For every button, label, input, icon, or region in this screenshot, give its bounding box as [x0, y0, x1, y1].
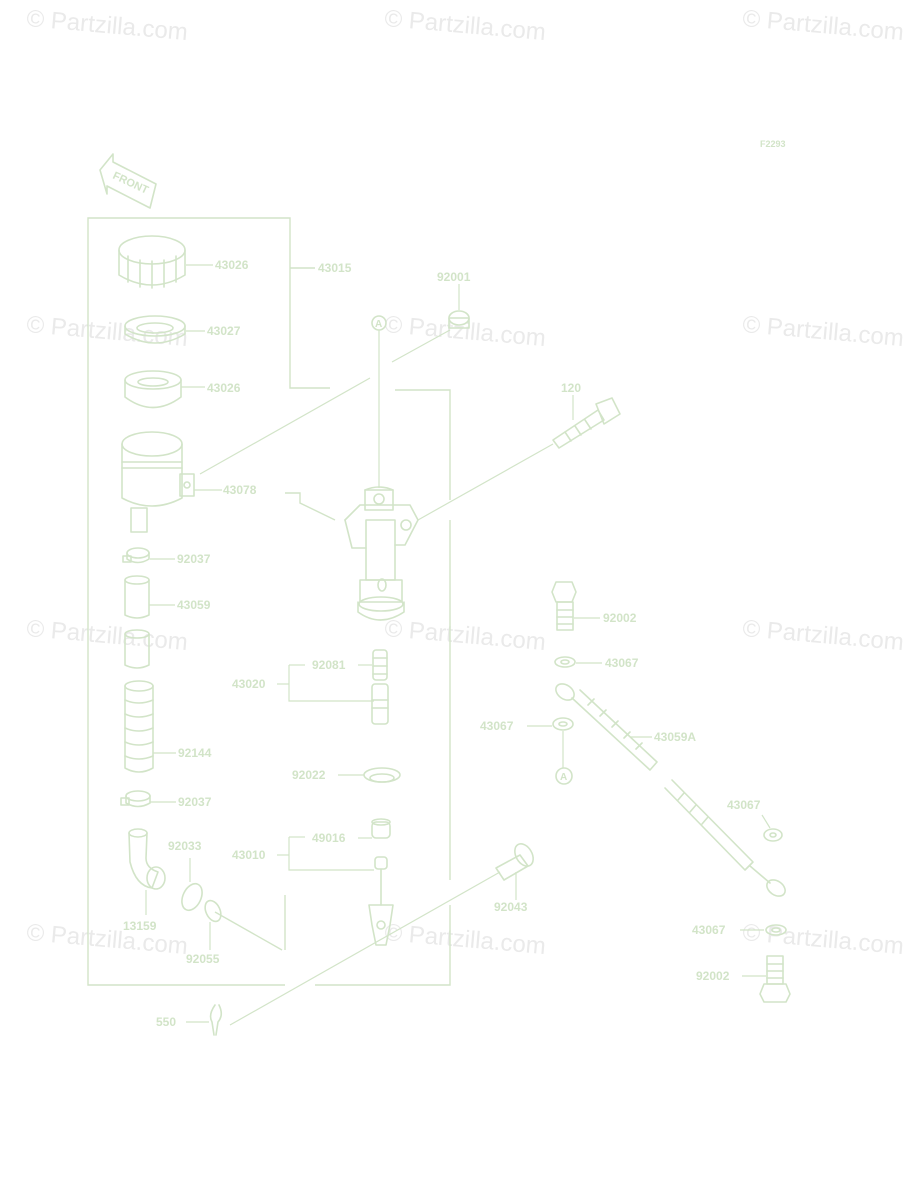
watermark: © Partzilla.com [741, 615, 904, 656]
part-label-43059[interactable]: 43059 [177, 598, 211, 612]
part-label-43026[interactable]: 43026 [215, 258, 249, 272]
front-label: FRONT [111, 170, 151, 197]
ref-mark-a-top: A [371, 315, 387, 331]
watermark: © Partzilla.com [25, 615, 188, 656]
part-label-120[interactable]: 120 [561, 381, 581, 395]
master-cylinder-body [344, 330, 419, 621]
part-label-92144[interactable]: 92144 [178, 746, 212, 760]
clevis-pin [495, 843, 534, 900]
part-label-43015[interactable]: 43015 [318, 261, 352, 275]
sealing-washer [554, 656, 602, 668]
part-label-92033[interactable]: 92033 [168, 839, 202, 853]
part-label-92043[interactable]: 92043 [494, 900, 528, 914]
part-label-550[interactable]: 550 [156, 1015, 176, 1029]
mounting-bolt [417, 395, 621, 521]
banjo-bolt-lower [742, 955, 791, 1003]
part-label-43067[interactable]: 43067 [605, 656, 639, 670]
piston-spring [277, 649, 389, 725]
push-rod-assembly [277, 818, 394, 946]
part-label-43027[interactable]: 43027 [207, 324, 241, 338]
part-label-92002-lower[interactable]: 92002 [696, 969, 730, 983]
part-label-92022[interactable]: 92022 [292, 768, 326, 782]
part-label-92037-lower[interactable]: 92037 [178, 795, 212, 809]
watermark: © Partzilla.com [741, 311, 904, 352]
ref-mark-label: A [375, 319, 382, 330]
hose-elbow-fitting [128, 828, 166, 915]
washer-43087 [527, 717, 574, 768]
watermark: © Partzilla.com [741, 919, 904, 960]
o-ring [204, 899, 222, 950]
reservoir-hose-upper-segment [124, 629, 150, 669]
part-label-92002[interactable]: 92002 [603, 611, 637, 625]
part-label-92037[interactable]: 92037 [177, 552, 211, 566]
reservoir-bolt [391, 284, 470, 363]
watermark: © Partzilla.com [25, 5, 188, 46]
ref-mark-a-lower: A [555, 767, 573, 785]
circlip [181, 858, 203, 912]
watermark: © Partzilla.com [25, 919, 188, 960]
watermark: © Partzilla.com [383, 5, 546, 46]
part-label-92055[interactable]: 92055 [186, 952, 220, 966]
part-label-43078[interactable]: 43078 [223, 483, 257, 497]
assembly-frame-center [214, 389, 451, 986]
cotter-pin [186, 871, 501, 1036]
figure-code: F2293 [760, 139, 786, 149]
sealing-washer-lower-a [761, 814, 783, 842]
part-labels: 43026 43015 43027 43026 43078 92037 4305… [123, 258, 761, 1029]
diaphragm-plate [124, 315, 205, 344]
sealing-washer-lower-b [740, 924, 787, 936]
reservoir-hose-section [124, 575, 175, 619]
part-label-43087[interactable]: 43067 [480, 719, 514, 733]
part-label-92001[interactable]: 92001 [437, 270, 471, 284]
part-label-43010[interactable]: 43010 [232, 848, 266, 862]
part-label-49016[interactable]: 49016 [312, 831, 346, 845]
hose-protector [124, 680, 176, 773]
watermark: © Partzilla.com [383, 615, 546, 656]
part-label-43067-d[interactable]: 43067 [692, 923, 726, 937]
watermark: © Partzilla.com [383, 919, 546, 960]
diaphragm [124, 370, 205, 409]
part-label-43059a[interactable]: 43059A [654, 730, 696, 744]
watermark: © Partzilla.com [741, 5, 904, 46]
part-label-43067-c[interactable]: 43067 [727, 798, 761, 812]
hose-clamp-upper [122, 547, 175, 564]
brake-hose [555, 683, 786, 897]
ref-mark-label: A [560, 772, 567, 783]
part-label-43020[interactable]: 43020 [232, 677, 266, 691]
banjo-bolt-upper [551, 581, 600, 631]
part-label-92081[interactable]: 92081 [312, 658, 346, 672]
part-label-13159[interactable]: 13159 [123, 919, 157, 933]
front-arrow-icon: FRONT [99, 153, 157, 209]
assembly-frame-left [87, 217, 330, 986]
part-label-43026-lower[interactable]: 43026 [207, 381, 241, 395]
hose-clamp-lower [120, 790, 176, 808]
piston-circlip [338, 767, 401, 783]
reservoir-cap [118, 235, 213, 289]
reservoir-tank [121, 377, 371, 533]
